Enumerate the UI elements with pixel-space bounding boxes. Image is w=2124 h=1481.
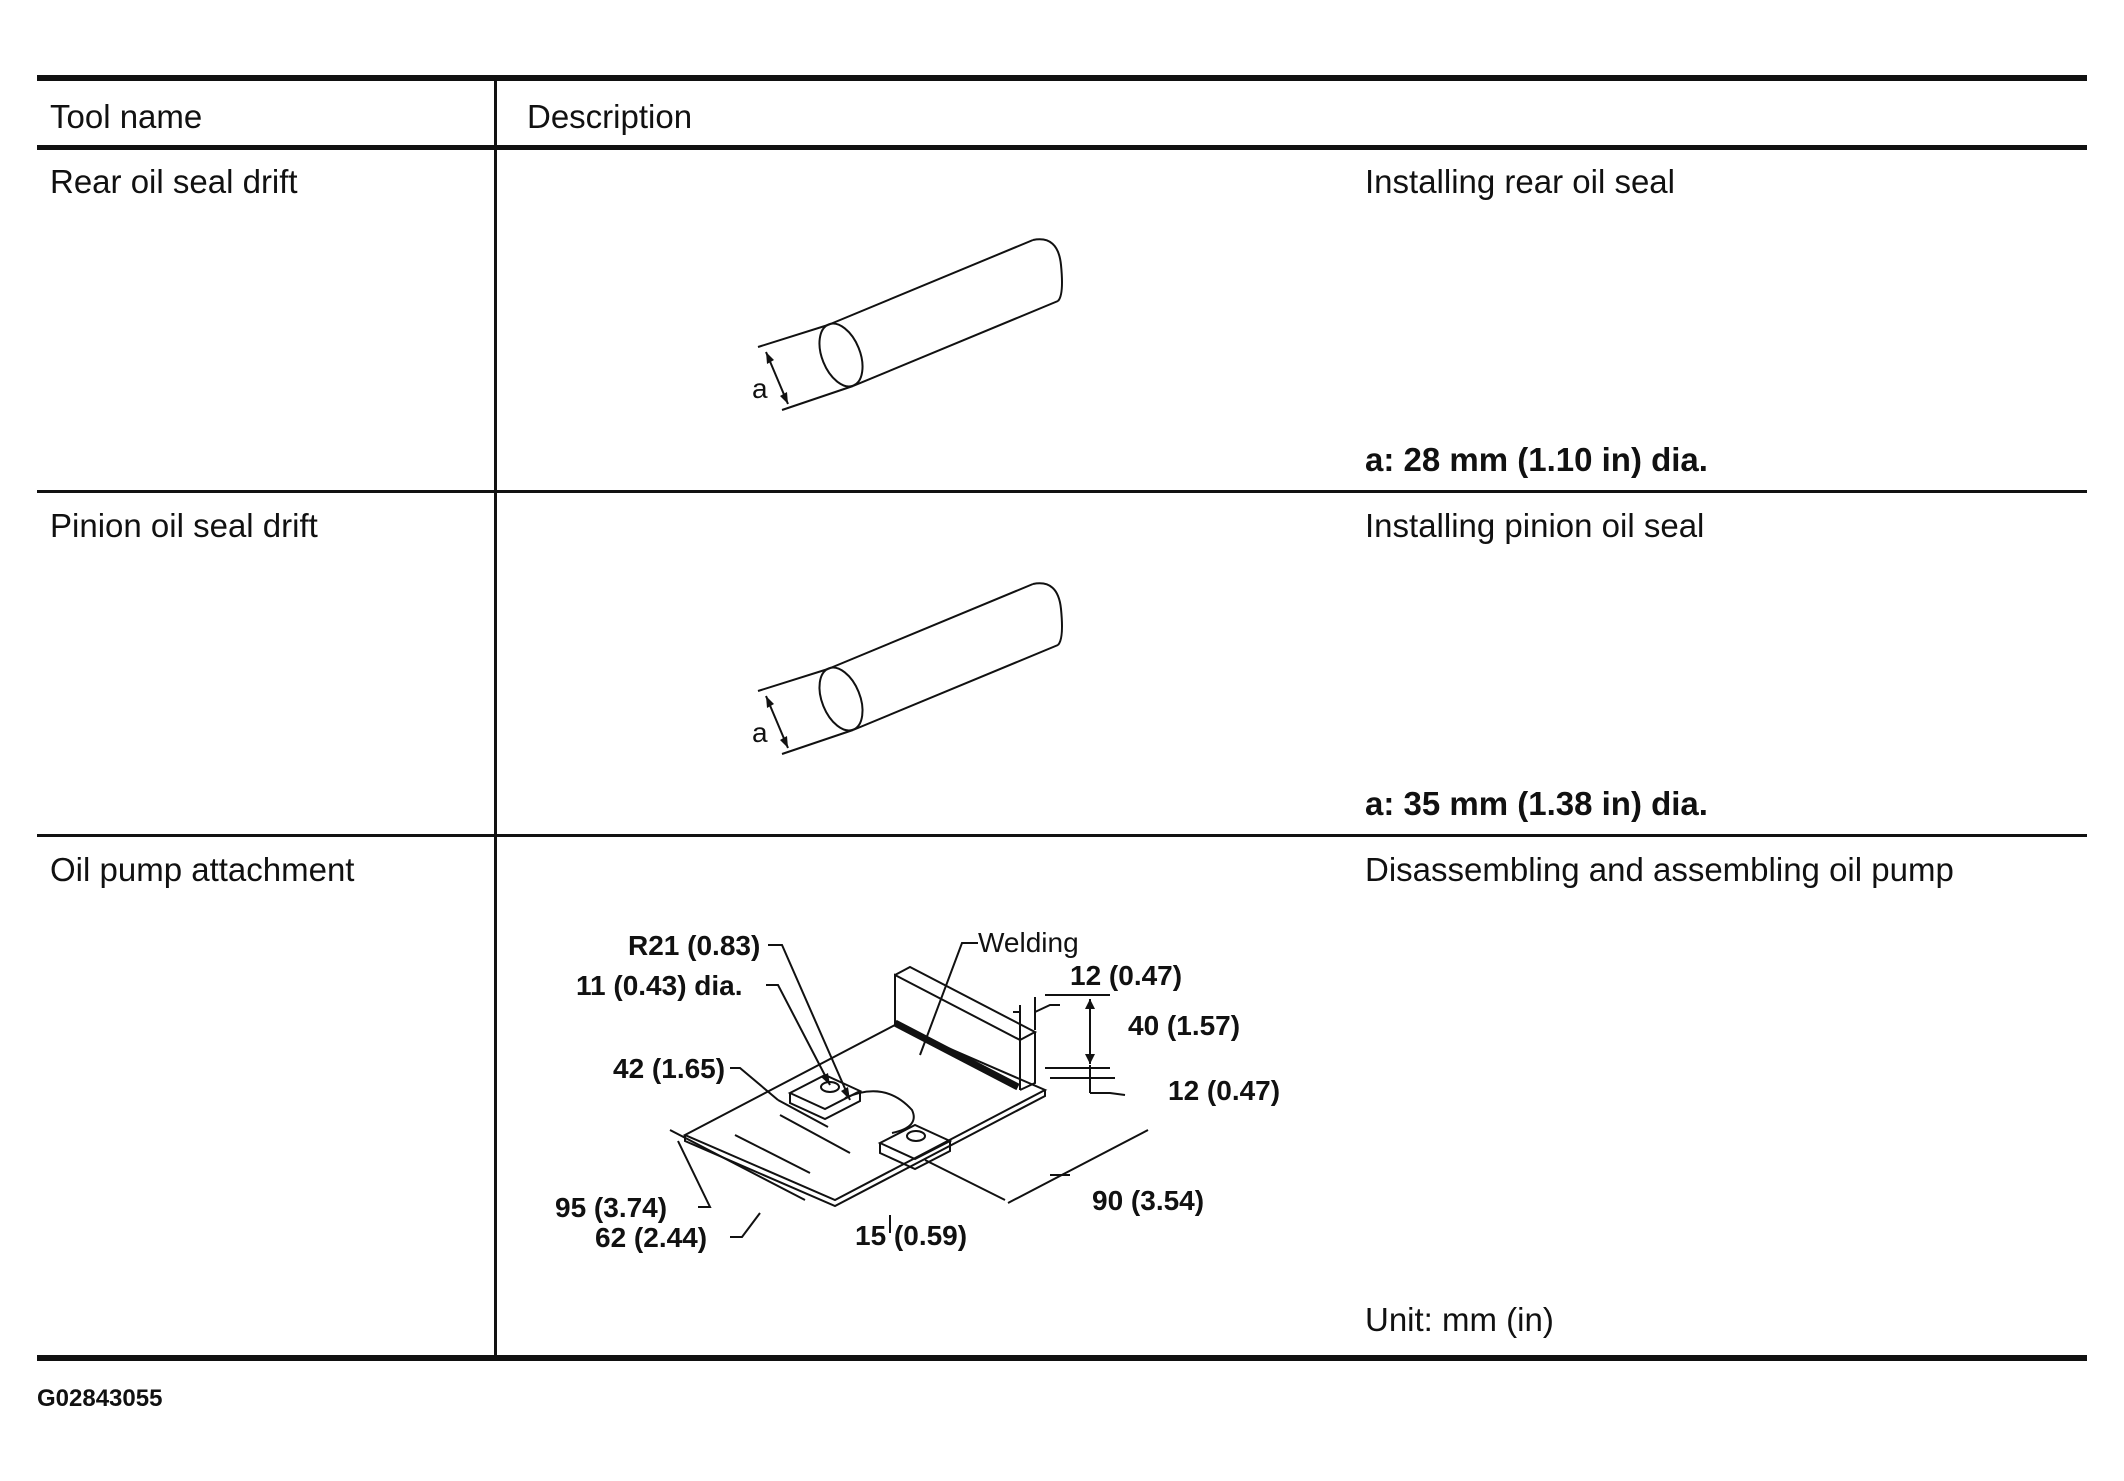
label-block-height: 40 (1.57)	[1128, 1010, 1240, 1041]
row-2-tool-name: Pinion oil seal drift	[50, 507, 318, 544]
pinion-oil-seal-drift-figure: a	[752, 582, 1063, 755]
row-2-use: Installing pinion oil seal	[1365, 507, 1705, 544]
label-62: 62 (2.44)	[595, 1222, 707, 1253]
row-3-unit-note: Unit: mm (in)	[1365, 1301, 1554, 1338]
header-description: Description	[527, 98, 693, 135]
row-1-figure-label-a: a	[752, 373, 768, 404]
header-bottom-rule	[37, 145, 2087, 150]
row-2-dimension-note: a: 35 mm (1.38 in) dia.	[1365, 785, 1708, 822]
label-block-thickness: 12 (0.47)	[1070, 960, 1182, 991]
label-welding: Welding	[978, 927, 1079, 958]
rear-oil-seal-drift-figure: a	[752, 238, 1063, 411]
row-1-use: Installing rear oil seal	[1365, 163, 1675, 200]
header-tool-name: Tool name	[50, 98, 203, 135]
label-15: 15 (0.59)	[855, 1220, 967, 1251]
table-bottom-rule	[37, 1355, 2087, 1361]
table-top-rule	[37, 75, 2087, 81]
row-3-use: Disassembling and assembling oil pump	[1365, 851, 1954, 888]
row-1-tool-name: Rear oil seal drift	[50, 163, 298, 200]
figure-id: G02843055	[37, 1385, 163, 1412]
row-1-dimension-note: a: 28 mm (1.10 in) dia.	[1365, 441, 1708, 478]
column-divider	[494, 80, 497, 1357]
label-42: 42 (1.65)	[613, 1053, 725, 1084]
row-3-tool-name: Oil pump attachment	[50, 851, 355, 888]
label-95: 95 (3.74)	[555, 1192, 667, 1223]
label-plate-thickness: 12 (0.47)	[1168, 1075, 1280, 1106]
label-hole-dia: 11 (0.43) dia.	[576, 970, 743, 1001]
oil-pump-attachment-figure: R21 (0.83) 11 (0.43) dia. Welding 12 (0.…	[555, 927, 1280, 1253]
label-r21: R21 (0.83)	[628, 930, 760, 961]
label-90: 90 (3.54)	[1092, 1185, 1204, 1216]
row-divider-2	[37, 834, 2087, 837]
row-2-figure-label-a: a	[752, 717, 768, 748]
row-divider-1	[37, 490, 2087, 493]
